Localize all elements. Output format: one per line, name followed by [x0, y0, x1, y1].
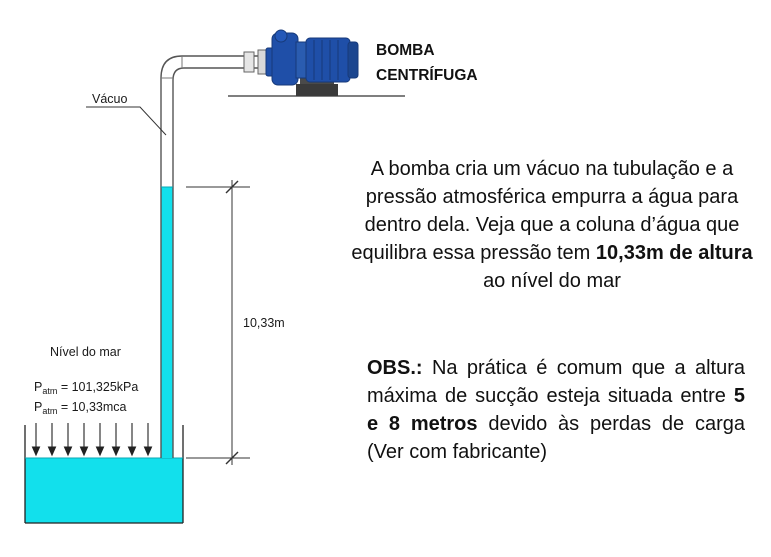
atmospheric-pressure-values: Patm = 101,325kPa Patm = 10,33mca: [34, 379, 138, 419]
pressure-arrow: [31, 423, 41, 457]
suction-pipe: [160, 49, 267, 458]
pipe-water-column: [161, 187, 173, 458]
pressure-arrow: [79, 423, 89, 457]
pressure-arrow: [95, 423, 105, 457]
vacuum-label: Vácuo: [92, 92, 128, 106]
explanation-text: A bomba cria um vácuo na tubulação e a p…: [351, 158, 753, 292]
atmospheric-pressure-arrows: [31, 423, 153, 457]
pump-label-line2: CENTRÍFUGA: [376, 67, 478, 84]
explanation-height-bold: 10,33m de altura: [595, 242, 753, 264]
height-label: 10,33m: [243, 316, 285, 330]
pressure-arrow: [127, 423, 137, 457]
pump-label: BOMBA CENTRÍFUGA: [376, 38, 478, 88]
patm-kpa: Patm = 101,325kPa: [34, 380, 139, 396]
vacuum-pointer-line: [86, 106, 167, 136]
pressure-arrow: [143, 423, 153, 457]
obs-note: OBS.: Na prática é comum que a altura má…: [367, 357, 745, 463]
pressure-arrow: [63, 423, 73, 457]
patm-mca: Patm = 10,33mca: [34, 400, 127, 416]
pressure-arrow: [47, 423, 57, 457]
pump-label-line1: BOMBA: [376, 42, 435, 59]
height-dimension: [186, 180, 250, 465]
centrifugal-pump-icon: [228, 29, 405, 97]
obs-label: OBS.:: [367, 357, 423, 379]
water-reservoir: [24, 425, 184, 524]
pressure-arrow: [111, 423, 121, 457]
reservoir-water: [25, 458, 183, 523]
obs-range-bold: 5 e 8 metros: [367, 385, 745, 435]
sea-level-label: Nível do mar: [50, 345, 121, 359]
